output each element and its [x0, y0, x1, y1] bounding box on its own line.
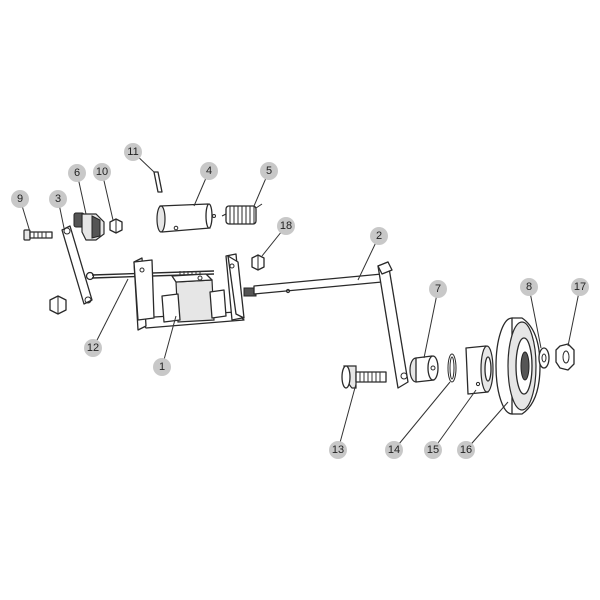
callout-12: 12 [84, 339, 102, 357]
part-7-bushing [409, 355, 439, 383]
part-13-bolt [341, 365, 387, 389]
leader-lines [19, 151, 581, 451]
part-6-knob [73, 212, 105, 241]
svg-text:11: 11 [127, 146, 138, 158]
svg-text:3: 3 [55, 193, 61, 205]
callout-18: 18 [277, 217, 295, 235]
callout-13: 13 [329, 441, 347, 459]
part-8-washer [538, 347, 550, 369]
callout-4: 4 [200, 162, 218, 180]
callout-10: 10 [93, 163, 111, 181]
callout-7: 7 [429, 280, 447, 298]
svg-text:1: 1 [159, 361, 165, 373]
svg-text:17: 17 [574, 281, 586, 293]
callout-9: 9 [11, 190, 29, 208]
callout-14: 14 [385, 441, 403, 459]
callout-11: 11 [124, 143, 142, 161]
part-11-pin [153, 171, 163, 193]
svg-text:13: 13 [332, 444, 344, 456]
svg-text:6: 6 [74, 167, 80, 179]
svg-text:7: 7 [435, 283, 441, 295]
part-15-bearing [465, 345, 494, 395]
callout-2: 2 [370, 227, 388, 245]
svg-text:5: 5 [266, 165, 272, 177]
svg-text:12: 12 [87, 342, 99, 354]
part-16-drum [495, 317, 541, 415]
svg-text:9: 9 [17, 193, 23, 205]
svg-text:8: 8 [526, 281, 532, 293]
callout-1: 1 [153, 358, 171, 376]
svg-text:16: 16 [460, 444, 472, 456]
callout-6: 6 [68, 164, 86, 182]
svg-text:10: 10 [96, 166, 108, 178]
svg-text:14: 14 [388, 444, 400, 456]
part-17-nut [555, 343, 575, 371]
part-18-nut [251, 254, 265, 271]
callout-5: 5 [260, 162, 278, 180]
part-2-crank-shaft [243, 261, 409, 389]
part-nut-left [49, 295, 67, 315]
part-5-spring [221, 203, 263, 225]
callouts: 1 2 3 4 5 6 7 8 9 10 11 12 13 14 15 16 1… [11, 143, 589, 459]
part-4-sleeve [156, 203, 216, 233]
svg-text:18: 18 [280, 220, 292, 232]
callout-3: 3 [49, 190, 67, 208]
svg-text:4: 4 [206, 165, 212, 177]
svg-text:15: 15 [427, 444, 439, 456]
callout-16: 16 [457, 441, 475, 459]
callout-15: 15 [424, 441, 442, 459]
callout-17: 17 [571, 278, 589, 296]
callout-8: 8 [520, 278, 538, 296]
part-1-frame [133, 253, 245, 331]
part-14-snap-ring [447, 353, 457, 383]
part-3-crank-arm [61, 225, 93, 305]
part-10-nut [109, 218, 123, 234]
svg-text:2: 2 [376, 230, 382, 242]
part-9-bolt [23, 229, 53, 241]
